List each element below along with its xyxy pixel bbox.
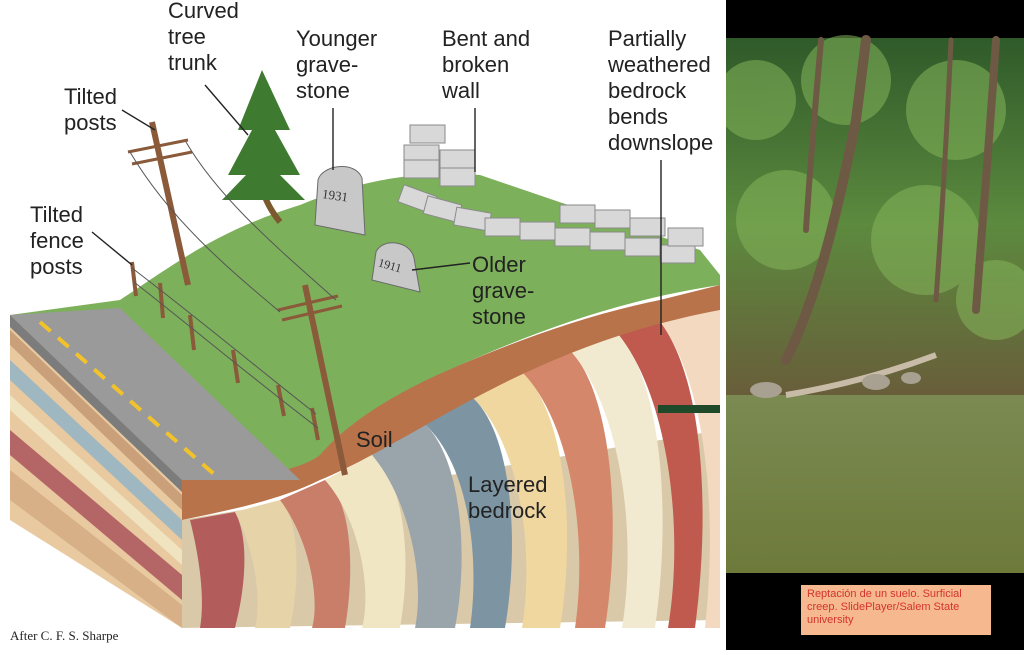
road	[10, 308, 300, 492]
power-lines	[129, 141, 337, 313]
label-weathered-bedrock: Partially weathered bedrock bends downsl…	[607, 26, 717, 155]
forest-stream-photo	[716, 35, 1024, 573]
soil-layer	[182, 285, 720, 520]
block-left-face	[10, 315, 182, 628]
label-younger-gravestone: Younger grave- stone	[296, 26, 383, 103]
label-tilted-posts: Tilted posts	[64, 84, 123, 135]
label-tilted-fence-posts: Tilted fence posts	[30, 202, 90, 279]
broken-wall	[397, 124, 704, 264]
label-curved-tree-trunk: Curved tree trunk	[168, 0, 245, 75]
label-older-gravestone: Older grave- stone	[472, 252, 540, 329]
label-layered-bedrock: Layered bedrock	[468, 472, 554, 523]
older-gravestone-year: 1911	[377, 255, 404, 275]
leader-fence	[91, 231, 133, 266]
photo-caption: Reptación de un suelo. Surficial creep. …	[801, 585, 991, 635]
photo-panel: Reptación de un suelo. Surficial creep. …	[716, 0, 1024, 650]
younger-gravestone-year: 1931	[321, 186, 349, 204]
tree	[222, 70, 305, 224]
leader-older	[411, 262, 471, 271]
diagram-credit: After C. F. S. Sharpe	[10, 628, 119, 643]
edge-marker	[658, 405, 720, 413]
leader-posts	[121, 109, 156, 131]
bedrock-layers	[182, 300, 720, 628]
label-bent-broken-wall: Bent and broken wall	[441, 26, 536, 103]
younger-gravestone: 1931	[314, 165, 366, 236]
label-soil: Soil	[356, 427, 393, 452]
fence-posts	[130, 261, 320, 441]
fence-wire	[131, 267, 319, 429]
tilted-poles	[127, 121, 348, 476]
older-gravestone: 1911	[371, 242, 421, 293]
leader-tree	[204, 84, 249, 136]
